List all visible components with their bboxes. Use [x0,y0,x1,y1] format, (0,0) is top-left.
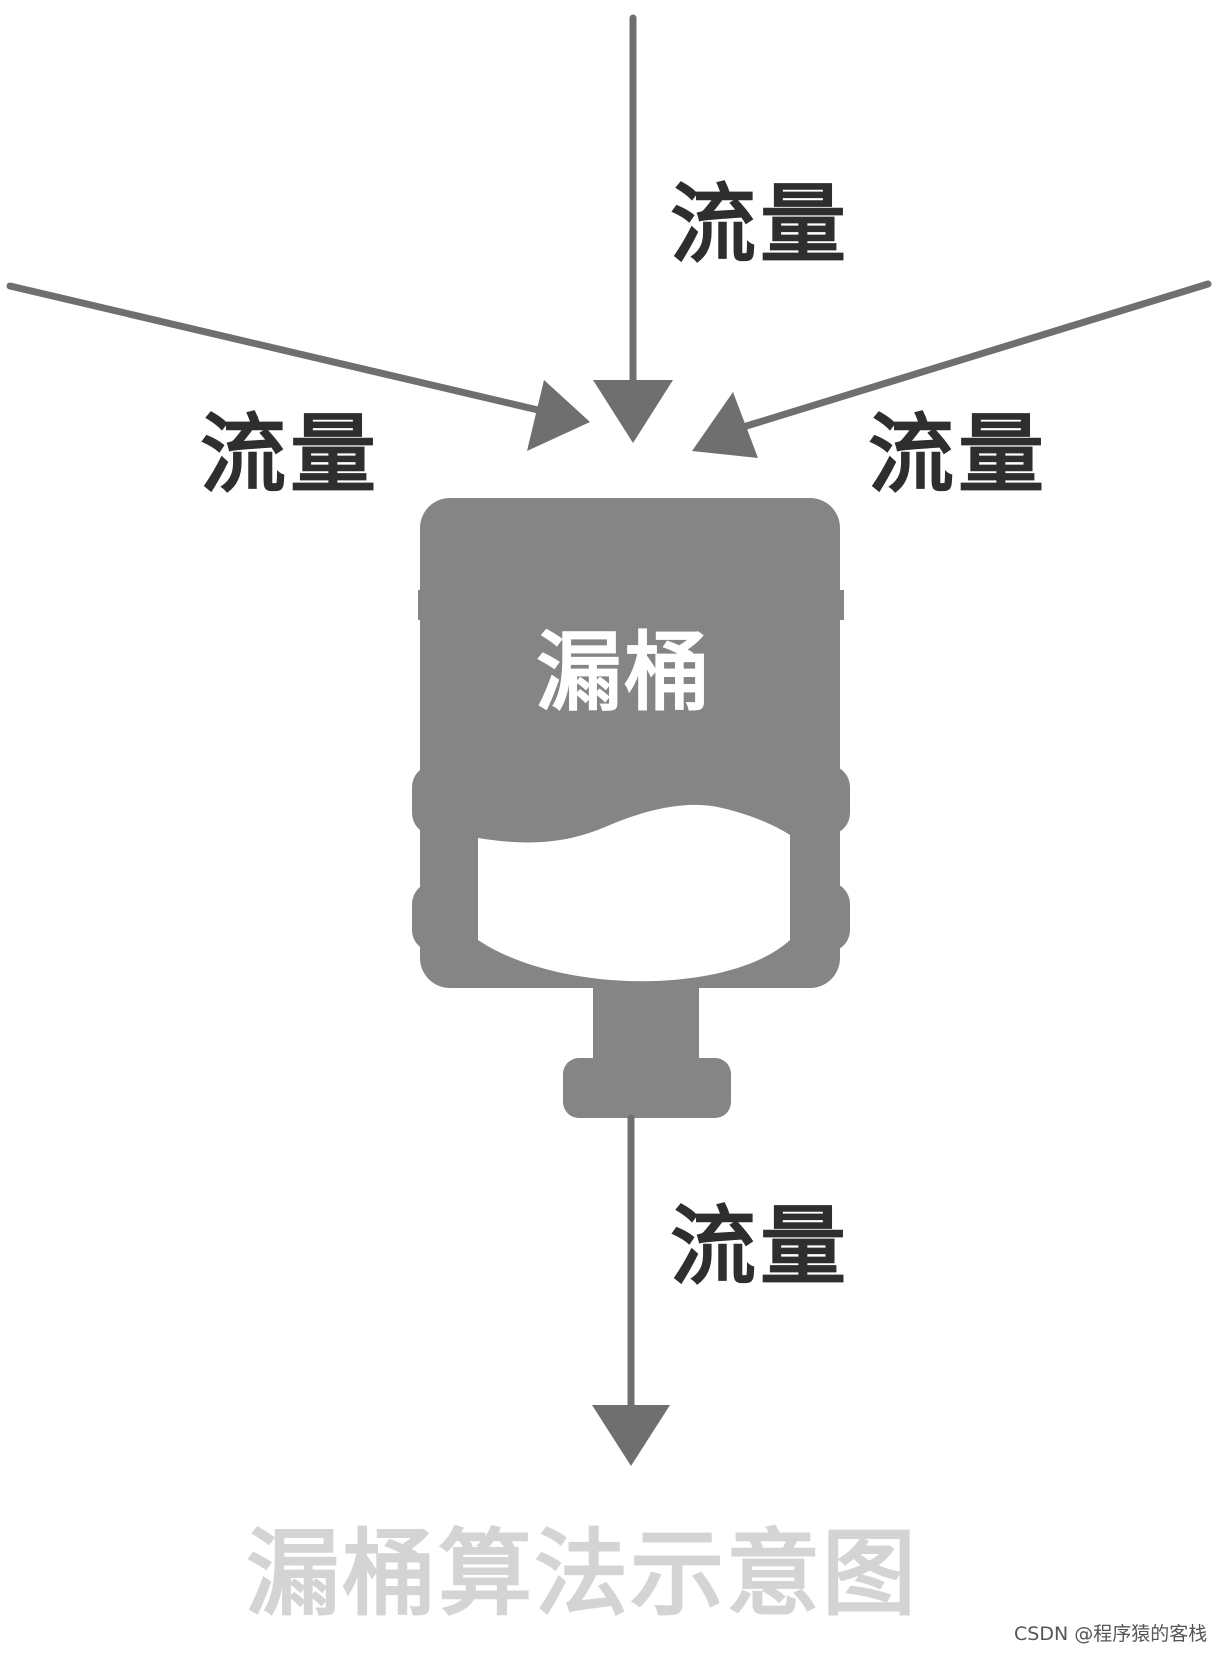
left-flow-label: 流量 [200,405,380,505]
leaky-bucket-icon [412,498,850,1118]
top-incoming-arrow [593,14,673,443]
bucket-label: 漏桶 [536,623,712,723]
diagram-caption: 漏桶算法示意图 [246,1520,919,1629]
bottom-arrow-head [592,1405,670,1466]
bottom-flow-label: 流量 [670,1197,850,1297]
right-arrow-head [692,392,758,458]
right-flow-label: 流量 [868,405,1048,505]
bucket-liquid [478,804,790,982]
bucket-spout [563,1058,731,1118]
left-incoming-arrow [6,282,590,451]
left-arrow-shaft [6,282,542,414]
bucket-rib-top [418,590,844,620]
watermark: CSDN @程序猿的客栈 [1014,1623,1208,1645]
top-flow-label: 流量 [670,175,850,275]
left-arrow-head [527,380,590,451]
top-arrow-head [593,380,673,443]
right-incoming-arrow [692,280,1212,458]
right-arrow-shaft [736,280,1212,432]
bottom-outgoing-arrow [592,1114,670,1466]
